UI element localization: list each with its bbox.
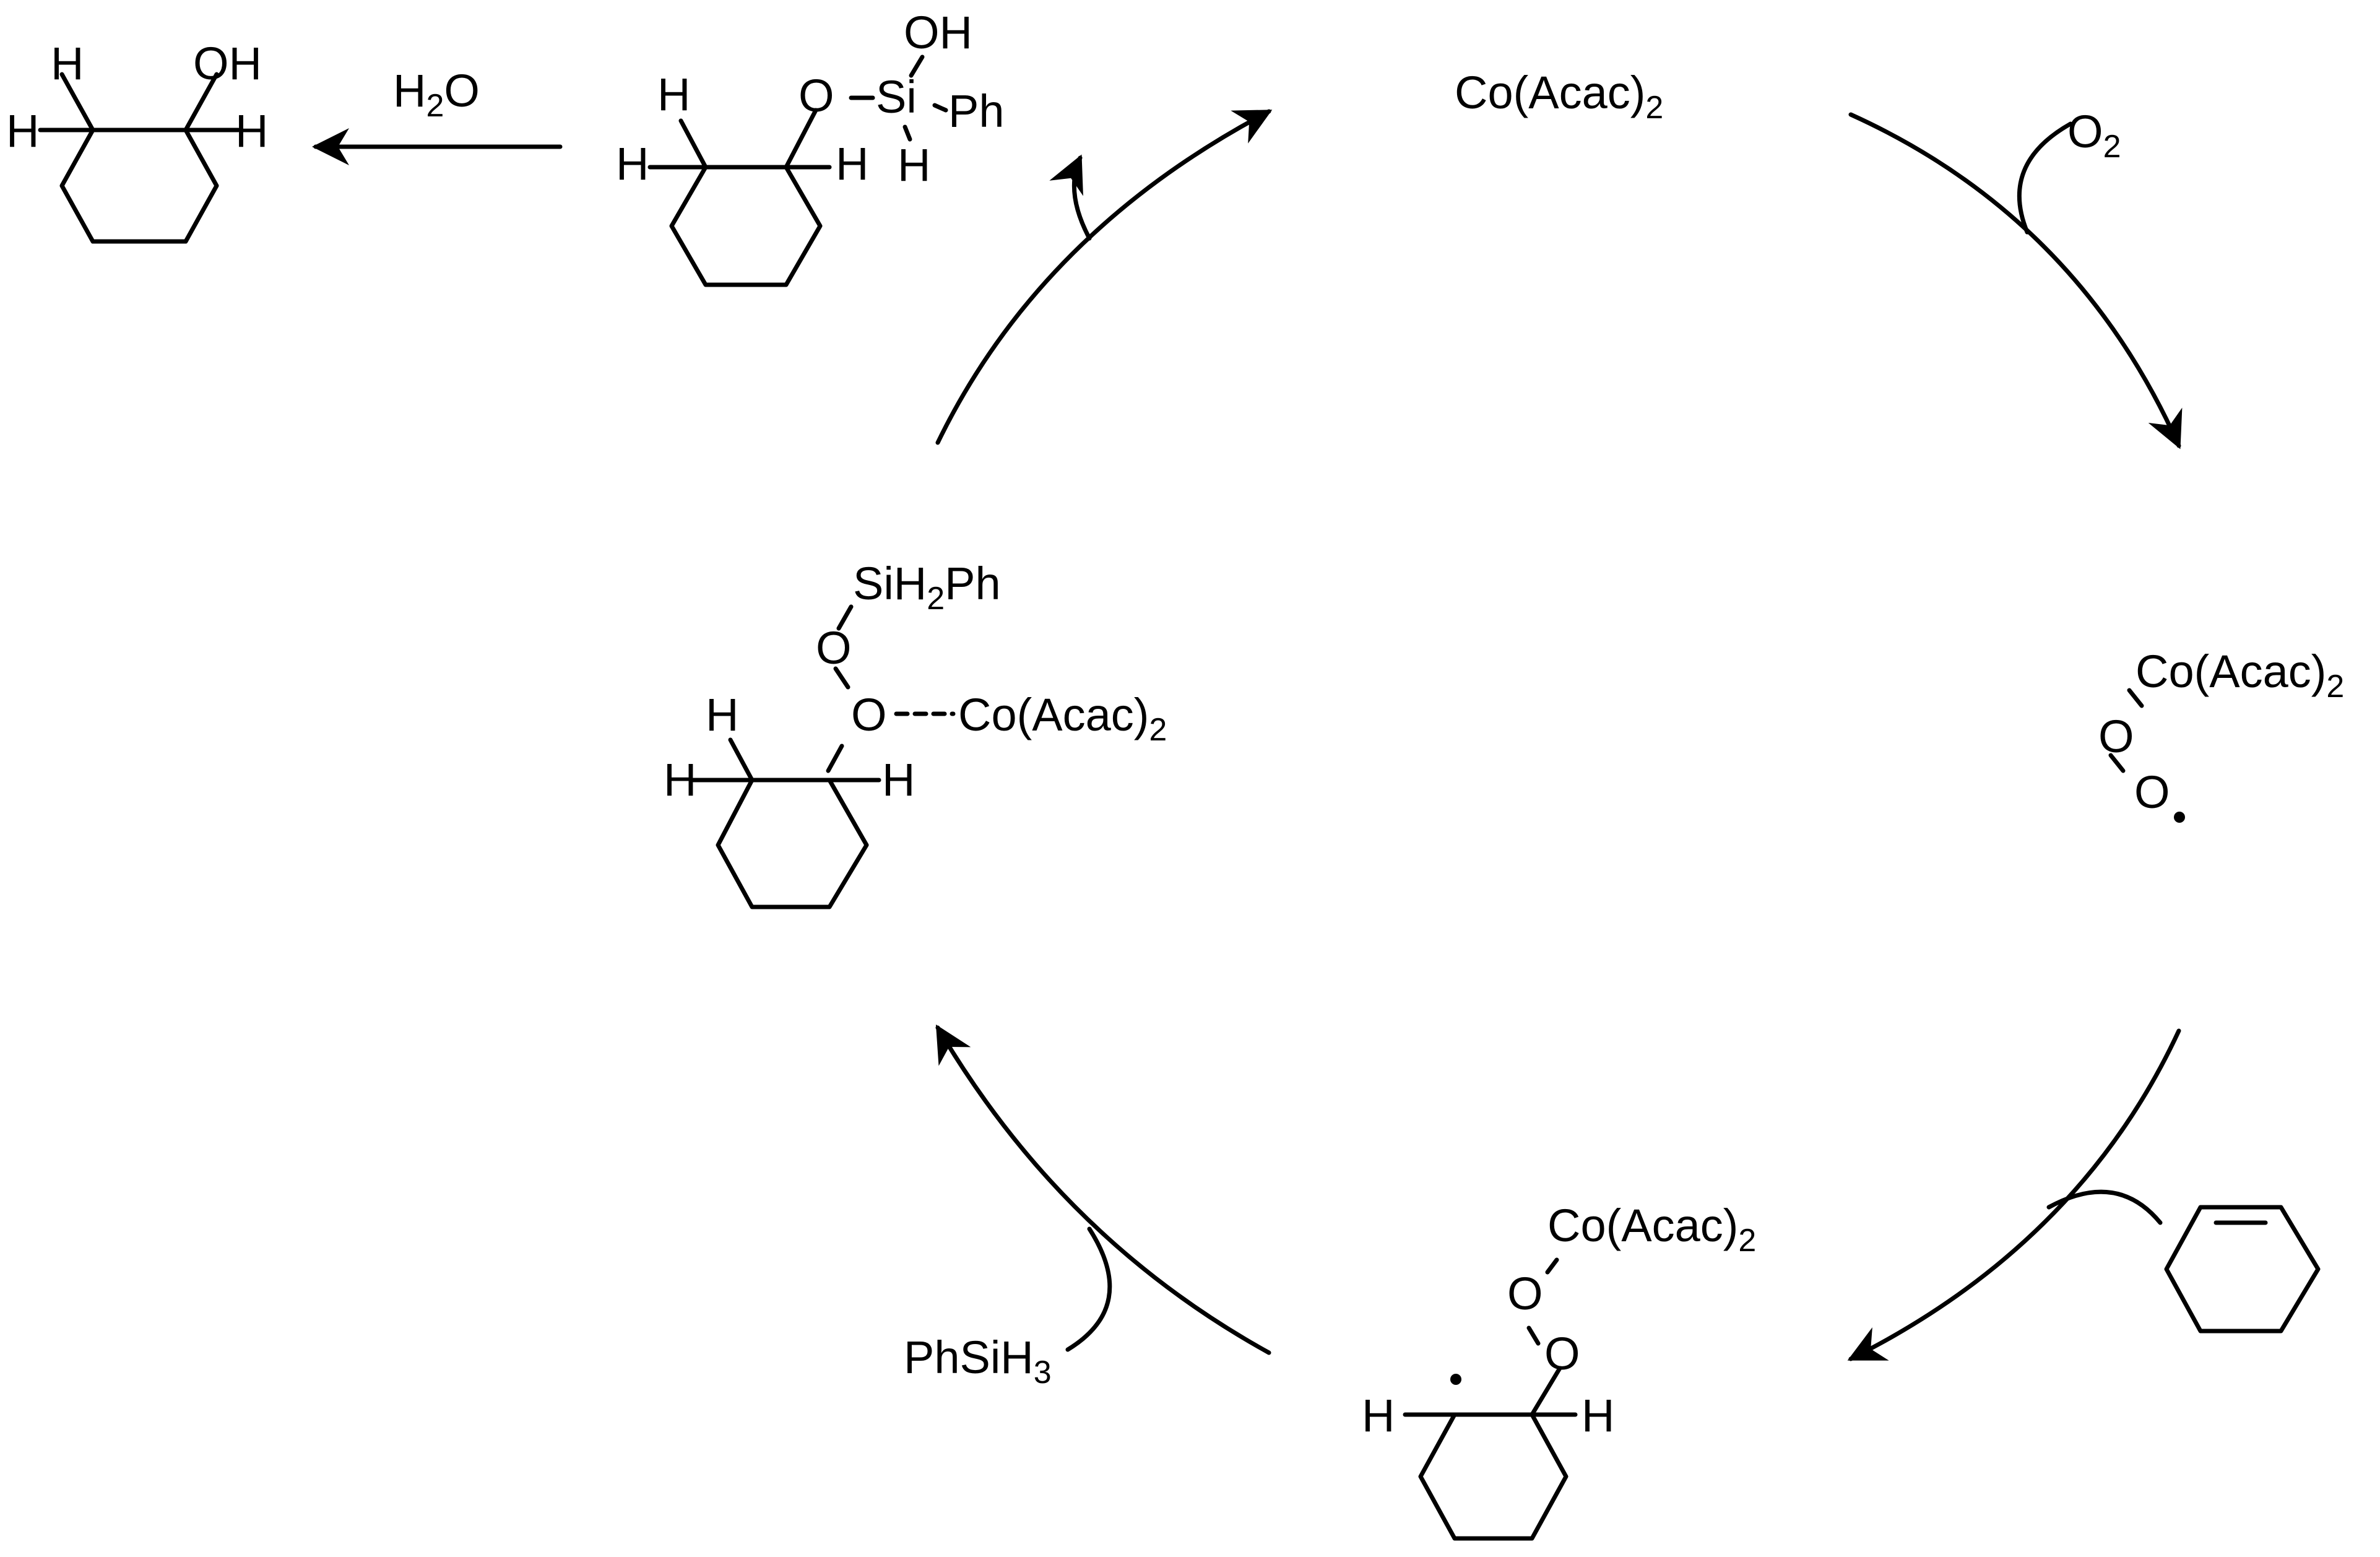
silane-entry-arrow: [1065, 1226, 1112, 1352]
atom-h: H: [235, 105, 268, 157]
cyclohexane-ring: [1418, 1412, 1569, 1541]
radical-dot: [1450, 1374, 1461, 1385]
atom-o: O: [1507, 1268, 1543, 1319]
oxygen-label: O2: [2067, 106, 2121, 165]
silyl-group-label: SiH2Ph: [853, 558, 1001, 617]
atom-h: H: [706, 689, 738, 740]
atom-si: Si: [876, 71, 917, 123]
silyl-ether-intermediate: [647, 54, 948, 287]
cyclohexane-ring: [669, 165, 823, 287]
atom-o: O: [798, 70, 834, 121]
atom-h: H: [882, 754, 915, 805]
atom-h: H: [657, 69, 690, 120]
atom-h: H: [616, 138, 649, 189]
cyclohexene-reagent: [2164, 1205, 2321, 1334]
atom-o: O: [851, 689, 887, 740]
atom-h: H: [664, 754, 696, 805]
alkyl-radical-peroxide: [1403, 1257, 1578, 1541]
cycle-arrow-bottom-left: [935, 1024, 1271, 1355]
water-label: H2O: [393, 65, 480, 124]
cyclohexene-entry-arrow: [2046, 1189, 2163, 1225]
cobalt-peroxy-radical: [2108, 688, 2144, 773]
catalyst-label: Co(Acac)2: [1455, 67, 1663, 126]
atom-h: H: [836, 138, 868, 189]
atom-h: H: [51, 38, 84, 89]
phenyl-label: Ph: [948, 85, 1005, 137]
catalyst-label: Co(Acac)2: [2136, 646, 2344, 705]
silyl-ether-release-arrow: [1049, 154, 1092, 241]
cyclohexane-ring: [716, 778, 869, 909]
catalyst-label: Co(Acac)2: [1547, 1200, 1756, 1259]
oxygen-entry-arrow: [2017, 121, 2073, 235]
catalyst-label: Co(Acac)2: [958, 689, 1167, 748]
silane-label: PhSiH3: [904, 1332, 1052, 1390]
atom-o: O: [1544, 1328, 1580, 1379]
hydroxyl-label: OH: [904, 7, 972, 58]
hydroxyl-label: OH: [193, 38, 262, 89]
atom-h: H: [1362, 1390, 1395, 1441]
atom-o: O: [816, 622, 852, 674]
cycle-arrow-right: [1847, 1028, 2181, 1361]
atom-h: H: [6, 105, 39, 157]
cycle-arrow-top-right: [1848, 112, 2183, 449]
atom-h: H: [898, 139, 930, 191]
atom-o: O: [2134, 766, 2170, 818]
atom-h: H: [1582, 1390, 1614, 1441]
cyclohexene-ring: [2164, 1205, 2321, 1334]
radical-dot: [2174, 812, 2185, 823]
cycle-arrow-top-left: [935, 109, 1273, 445]
cyclohexane-ring: [59, 128, 219, 244]
cyclohexanol-product: [38, 72, 241, 244]
atom-o: O: [2098, 711, 2134, 762]
silyl-peroxide-complex: [691, 604, 956, 909]
